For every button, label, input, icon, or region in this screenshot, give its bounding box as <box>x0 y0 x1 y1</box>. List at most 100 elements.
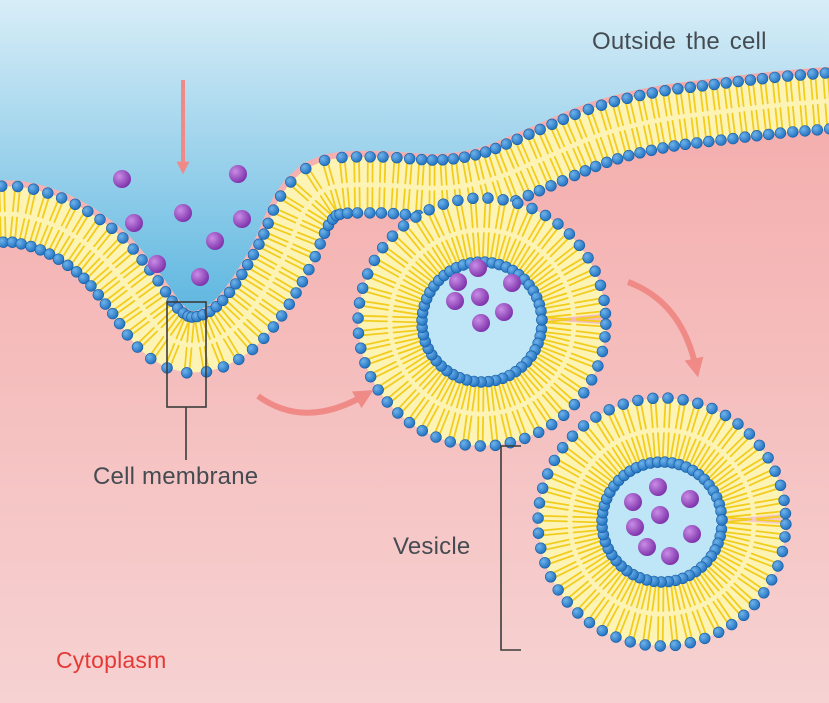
lipid-head <box>452 194 464 207</box>
lipid-head <box>285 176 297 188</box>
lipid-tails <box>540 400 784 644</box>
lipid-head <box>684 636 696 649</box>
lipid-head <box>70 266 83 278</box>
lipid-head <box>430 431 442 443</box>
lipid-head <box>539 209 552 222</box>
cargo-molecule <box>651 506 669 524</box>
lipid-head <box>601 156 613 169</box>
lipid-head <box>668 140 680 152</box>
lipid-head <box>659 84 671 97</box>
lipid-head <box>355 342 367 354</box>
lipid-head <box>55 192 68 204</box>
lipid-head <box>645 144 658 157</box>
bilayer-core <box>0 72 829 373</box>
lipid-head <box>397 220 410 232</box>
lipid-head <box>290 287 302 299</box>
lipid-head <box>511 133 523 146</box>
lipid-head <box>774 479 787 491</box>
lipid-head <box>377 242 389 254</box>
lipid-head <box>236 268 248 281</box>
lipid-head <box>811 124 823 136</box>
lipid-head <box>500 138 512 150</box>
lipid-head <box>27 183 40 195</box>
lipid-head <box>78 272 90 284</box>
lipid-head <box>15 238 27 250</box>
lipid-head <box>732 75 744 88</box>
lipid-head <box>392 407 404 419</box>
cargo-molecule <box>471 288 489 306</box>
lipid-head <box>0 180 8 192</box>
lipid-head <box>92 289 105 301</box>
lipid-head <box>534 123 546 136</box>
cell-membrane-label: Cell membrane <box>93 463 259 490</box>
lipid-head <box>691 137 703 149</box>
lipid-head <box>598 294 610 306</box>
cargo-molecule <box>469 259 487 277</box>
cargo-molecule <box>206 232 224 250</box>
lipid-head <box>223 286 236 298</box>
cytoplasm-label: Cytoplasm <box>56 647 167 673</box>
lipid-head <box>779 531 791 543</box>
lipid-head <box>522 189 534 202</box>
cargo-molecule <box>649 478 667 496</box>
cargo-molecule <box>233 210 251 228</box>
cargo-molecule <box>503 274 521 292</box>
cargo-molecule <box>125 214 143 232</box>
lipid-head <box>416 425 428 437</box>
lipid-head <box>696 80 709 92</box>
lipid-head <box>769 465 781 477</box>
lipid-head <box>779 507 792 520</box>
lipid-head <box>778 494 790 506</box>
lipid-head <box>52 253 65 265</box>
outside-cell-label: Outside the cell <box>592 28 767 55</box>
cargo-molecule <box>229 165 247 183</box>
lipid-head <box>230 278 242 290</box>
lipid-head <box>444 436 456 448</box>
lipid-head <box>532 527 545 539</box>
lipid-head <box>474 440 486 452</box>
lipid-head <box>217 294 229 307</box>
lipid-head <box>568 169 581 182</box>
lipid-head <box>365 371 377 383</box>
lipid-head <box>569 108 581 121</box>
lipid-head <box>106 307 119 320</box>
lipid-tails <box>0 75 829 371</box>
lipid-head <box>437 154 449 166</box>
lipid-head <box>769 71 781 84</box>
lipid-head <box>364 151 376 163</box>
lipid-head <box>824 123 829 135</box>
lipid-head <box>362 268 374 280</box>
cargo-molecule <box>495 303 513 321</box>
lipid-head <box>743 428 756 440</box>
lipid-head <box>318 154 331 167</box>
lipid-head <box>744 74 757 86</box>
lipid-head <box>589 160 602 173</box>
cargo-molecule <box>638 538 656 556</box>
lipid-head <box>715 134 727 146</box>
lipid-head <box>556 175 569 187</box>
lipid-head <box>679 138 691 151</box>
lipid-head <box>519 432 531 445</box>
lipid-head <box>657 142 669 154</box>
lipid-head <box>582 252 594 264</box>
cargo-molecule <box>148 255 166 273</box>
lipid-head <box>684 81 696 94</box>
lipid-head <box>578 387 590 399</box>
lipid-head <box>386 230 399 242</box>
cargo-molecule <box>449 273 467 291</box>
lipid-head <box>582 103 595 116</box>
lipid-head <box>621 92 633 105</box>
lipid-head <box>799 125 811 137</box>
lipid-head <box>437 198 449 210</box>
lipid-tails <box>360 200 604 444</box>
lipid-head <box>654 640 666 652</box>
lipid-head <box>152 275 164 287</box>
lipid-head <box>787 126 799 138</box>
cargo-molecule <box>661 547 679 565</box>
lipid-head <box>634 89 646 102</box>
lipid-head <box>489 439 502 451</box>
lipid-head <box>762 452 774 464</box>
lipid-head <box>276 310 288 322</box>
lipid-head <box>523 128 535 140</box>
lipid-head <box>557 409 570 421</box>
